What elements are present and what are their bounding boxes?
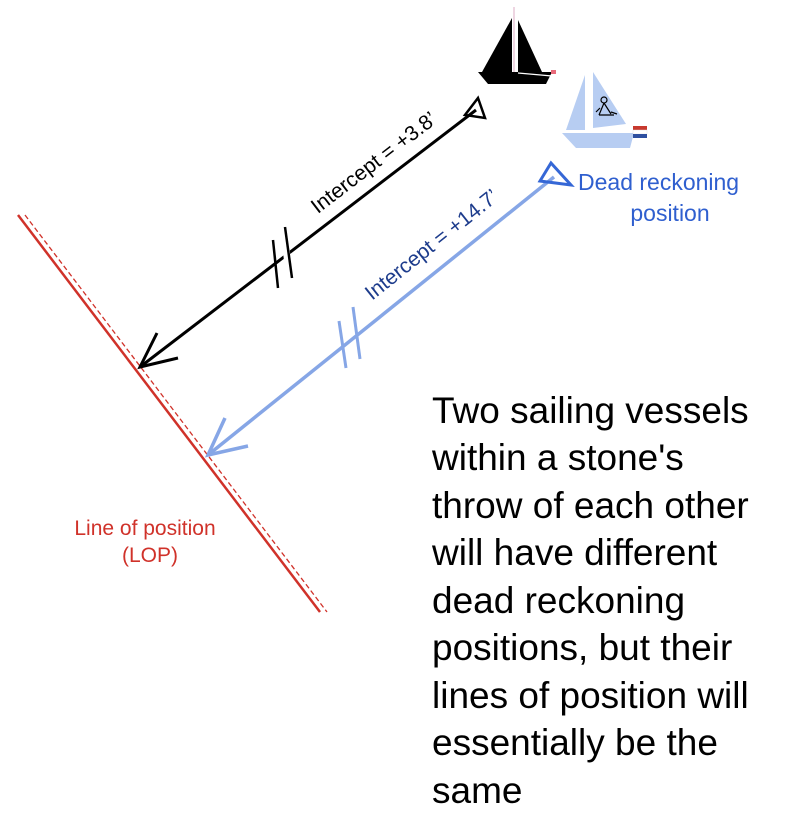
blue-intercept-arrow (204, 160, 575, 458)
caption-line: within a stone's (431, 437, 684, 478)
caption-line: Two sailing vessels (432, 390, 749, 431)
black-position-triangle-icon (462, 95, 487, 120)
dr-label-line2: position (630, 200, 709, 226)
blue-intercept-label: Intercept = +14.7’ (361, 185, 503, 305)
blue-sailboat-icon (562, 66, 648, 148)
black-intercept-arrow (137, 95, 487, 370)
caption-line: throw of each other (432, 485, 749, 526)
lop-dashed-line (24, 214, 328, 613)
dutch-flag-icon (632, 126, 648, 138)
caption-line: lines of position will (432, 675, 749, 716)
black-sailboat-icon (478, 7, 556, 84)
sailor-figure-icon (595, 96, 618, 116)
lop-label-line1: Line of position (74, 517, 215, 540)
lop-label-line2: (LOP) (122, 544, 178, 567)
caption-line: same (432, 770, 522, 811)
caption-line: will have different (431, 532, 718, 573)
caption-line: positions, but their (432, 627, 732, 668)
caption-line: dead reckoning (432, 580, 685, 621)
caption-line: essentially be the (432, 722, 718, 763)
dr-label-line1: Dead reckoning (578, 169, 739, 195)
black-intercept-label: Intercept = +3.8’ (307, 108, 441, 219)
caption: Two sailing vessels within a stone's thr… (431, 390, 749, 811)
dr-position-triangle-icon (537, 160, 575, 188)
lop-line (17, 214, 321, 613)
